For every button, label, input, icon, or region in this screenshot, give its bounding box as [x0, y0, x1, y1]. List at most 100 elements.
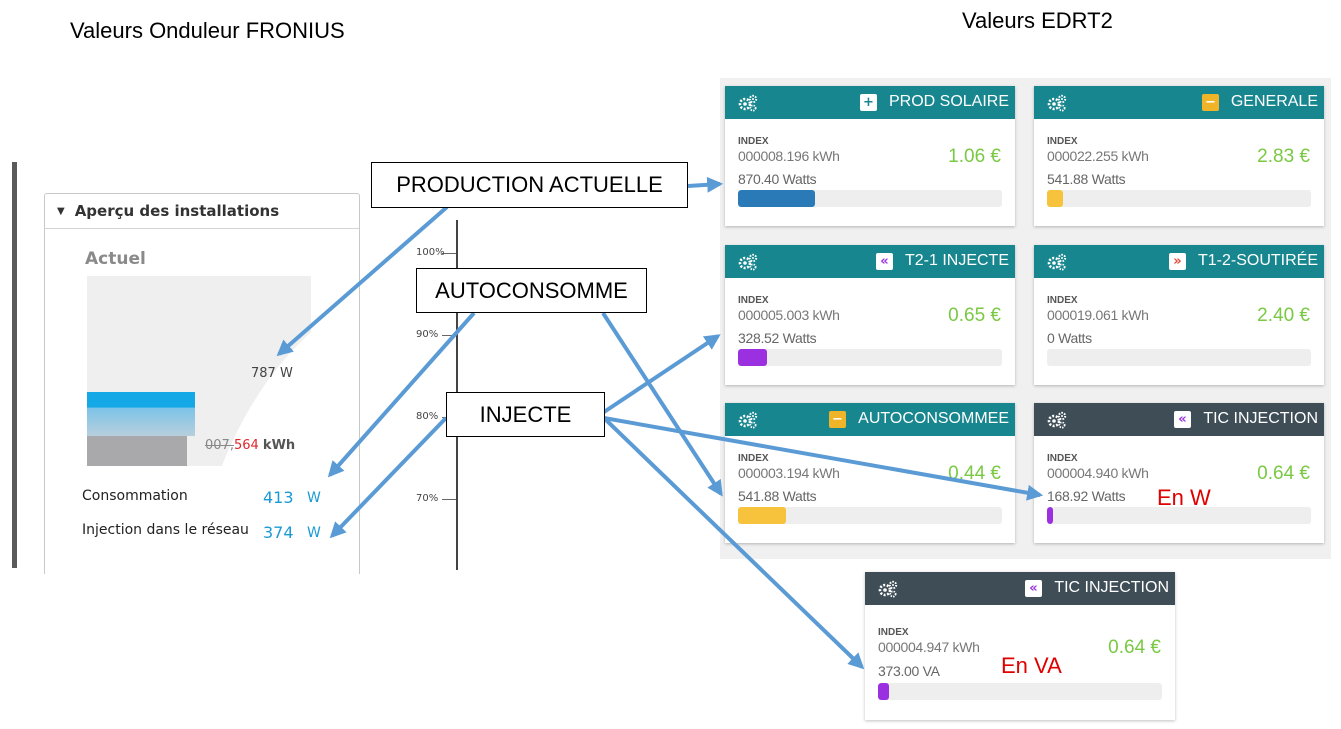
- power-bar: [1047, 507, 1311, 524]
- panel-title: Aperçu des installations: [74, 202, 280, 220]
- double-chevron-left-icon: «: [1174, 411, 1191, 428]
- power-gauge: 787 W 007,564 kWh: [87, 276, 311, 466]
- energy-counter: 007,564 kWh: [205, 438, 295, 453]
- arrow-production-to-gauge: [276, 205, 449, 357]
- power-bar-fill: [738, 349, 767, 366]
- arrow-injecte-to-tic-va: [602, 416, 865, 670]
- counter-red: 564: [233, 438, 259, 453]
- double-chevron-left-icon: «: [876, 253, 893, 270]
- index-label: INDEX: [1047, 136, 1078, 147]
- settings-gears-icon[interactable]: [737, 410, 759, 430]
- actuel-label: Actuel: [85, 249, 146, 269]
- axis-tick: [442, 335, 456, 336]
- card-title: AUTOCONSOMMEE: [858, 410, 1009, 427]
- counter-unit: kWh: [262, 438, 296, 453]
- double-chevron-right-icon: »: [1169, 253, 1186, 270]
- settings-gears-icon[interactable]: [1046, 410, 1068, 430]
- power-bar: [878, 683, 1162, 700]
- price-value: 0.64 €: [1108, 637, 1161, 658]
- card-header: T1-2-SOUTIRÉE »: [1034, 245, 1324, 278]
- card-header: GENERALE−: [1034, 86, 1324, 119]
- index-label: INDEX: [738, 295, 769, 306]
- card-header: PROD SOLAIRE+: [725, 86, 1015, 119]
- arrow-injecte-to-tic-w: [603, 416, 1044, 501]
- index-value: 000004.947 kWh: [878, 639, 980, 655]
- fronius-panel: ▼ Aperçu des installations Actuel 787 W …: [44, 193, 360, 574]
- card-header: AUTOCONSOMMEE−: [725, 403, 1015, 436]
- power-value: 373.00 VA: [878, 663, 940, 679]
- gauge-fill-base: [87, 436, 187, 466]
- card-header: T2-1 INJECTE «: [725, 245, 1015, 278]
- price-value: 0.65 €: [948, 305, 1001, 326]
- axis-tick: [442, 253, 456, 254]
- index-value: 000019.061 kWh: [1047, 307, 1149, 323]
- power-value: 541.88 Watts: [1047, 171, 1126, 187]
- index-value: 000004.940 kWh: [1047, 465, 1149, 481]
- note-en-va: En VA: [1001, 653, 1062, 678]
- index-value: 000022.255 kWh: [1047, 148, 1149, 164]
- power-bar: [738, 507, 1002, 524]
- axis-tick-label: 90%: [416, 329, 439, 340]
- arrow-injecte-to-injection: [329, 416, 448, 539]
- settings-gears-icon[interactable]: [737, 252, 759, 272]
- arrow-autoconso-to-card: [601, 311, 723, 497]
- axis-tick-label: 80%: [416, 411, 439, 422]
- card-header: TIC INJECTION «: [1034, 403, 1324, 436]
- axis-tick-label: 100%: [416, 247, 445, 258]
- arrow-production-to-card: [687, 176, 724, 193]
- callout-injecte: INJECTE: [446, 392, 605, 437]
- power-bar-fill: [738, 507, 786, 524]
- power-bar: [1047, 190, 1311, 207]
- panel-header[interactable]: ▼ Aperçu des installations: [45, 194, 359, 229]
- power-bar: [1047, 349, 1311, 366]
- double-chevron-left-icon: «: [1025, 580, 1042, 597]
- power-bar: [738, 349, 1002, 366]
- axis-tick: [442, 499, 456, 500]
- settings-gears-icon[interactable]: [737, 93, 759, 113]
- price-value: 1.06 €: [948, 146, 1001, 167]
- card-title: T1-2-SOUTIRÉE: [1197, 252, 1318, 269]
- power-bar: [738, 190, 1002, 207]
- callout-production-actuelle: PRODUCTION ACTUELLE: [371, 162, 688, 208]
- power-value: 541.88 Watts: [738, 488, 817, 504]
- consommation-label: Consommation: [82, 488, 188, 504]
- price-value: 2.40 €: [1257, 305, 1310, 326]
- card-title: TIC INJECTION: [1054, 579, 1169, 596]
- power-bar-fill: [878, 683, 889, 700]
- title-edrt2: Valeurs EDRT2: [962, 8, 1113, 33]
- card-title: PROD SOLAIRE: [888, 93, 1009, 110]
- gauge-fill-power: [87, 392, 195, 436]
- card-title: GENERALE: [1230, 93, 1318, 110]
- card-title: T2-1 INJECTE: [904, 252, 1009, 269]
- minus-square-icon: −: [829, 411, 846, 428]
- index-label: INDEX: [738, 136, 769, 147]
- collapse-triangle-icon[interactable]: ▼: [57, 205, 65, 217]
- consommation-unit: W: [307, 490, 321, 506]
- power-value: 328.52 Watts: [738, 330, 817, 346]
- power-value: 0 Watts: [1047, 330, 1092, 346]
- index-label: INDEX: [1047, 453, 1078, 464]
- power-bar-fill: [1047, 190, 1063, 207]
- index-label: INDEX: [738, 453, 769, 464]
- settings-gears-icon[interactable]: [1046, 93, 1068, 113]
- note-en-w: En W: [1157, 485, 1211, 510]
- settings-gears-icon[interactable]: [877, 579, 899, 599]
- gauge-power-value: 787 W: [251, 366, 293, 381]
- settings-gears-icon[interactable]: [1046, 252, 1068, 272]
- price-value: 2.83 €: [1257, 146, 1310, 167]
- arrow-autoconso-to-consommation: [327, 311, 476, 478]
- card-title: TIC INJECTION: [1203, 410, 1318, 427]
- price-value: 0.44 €: [948, 463, 1001, 484]
- index-label: INDEX: [1047, 295, 1078, 306]
- power-bar-fill: [1047, 507, 1053, 524]
- consommation-value: 413: [263, 488, 294, 507]
- injection-unit: W: [307, 525, 321, 541]
